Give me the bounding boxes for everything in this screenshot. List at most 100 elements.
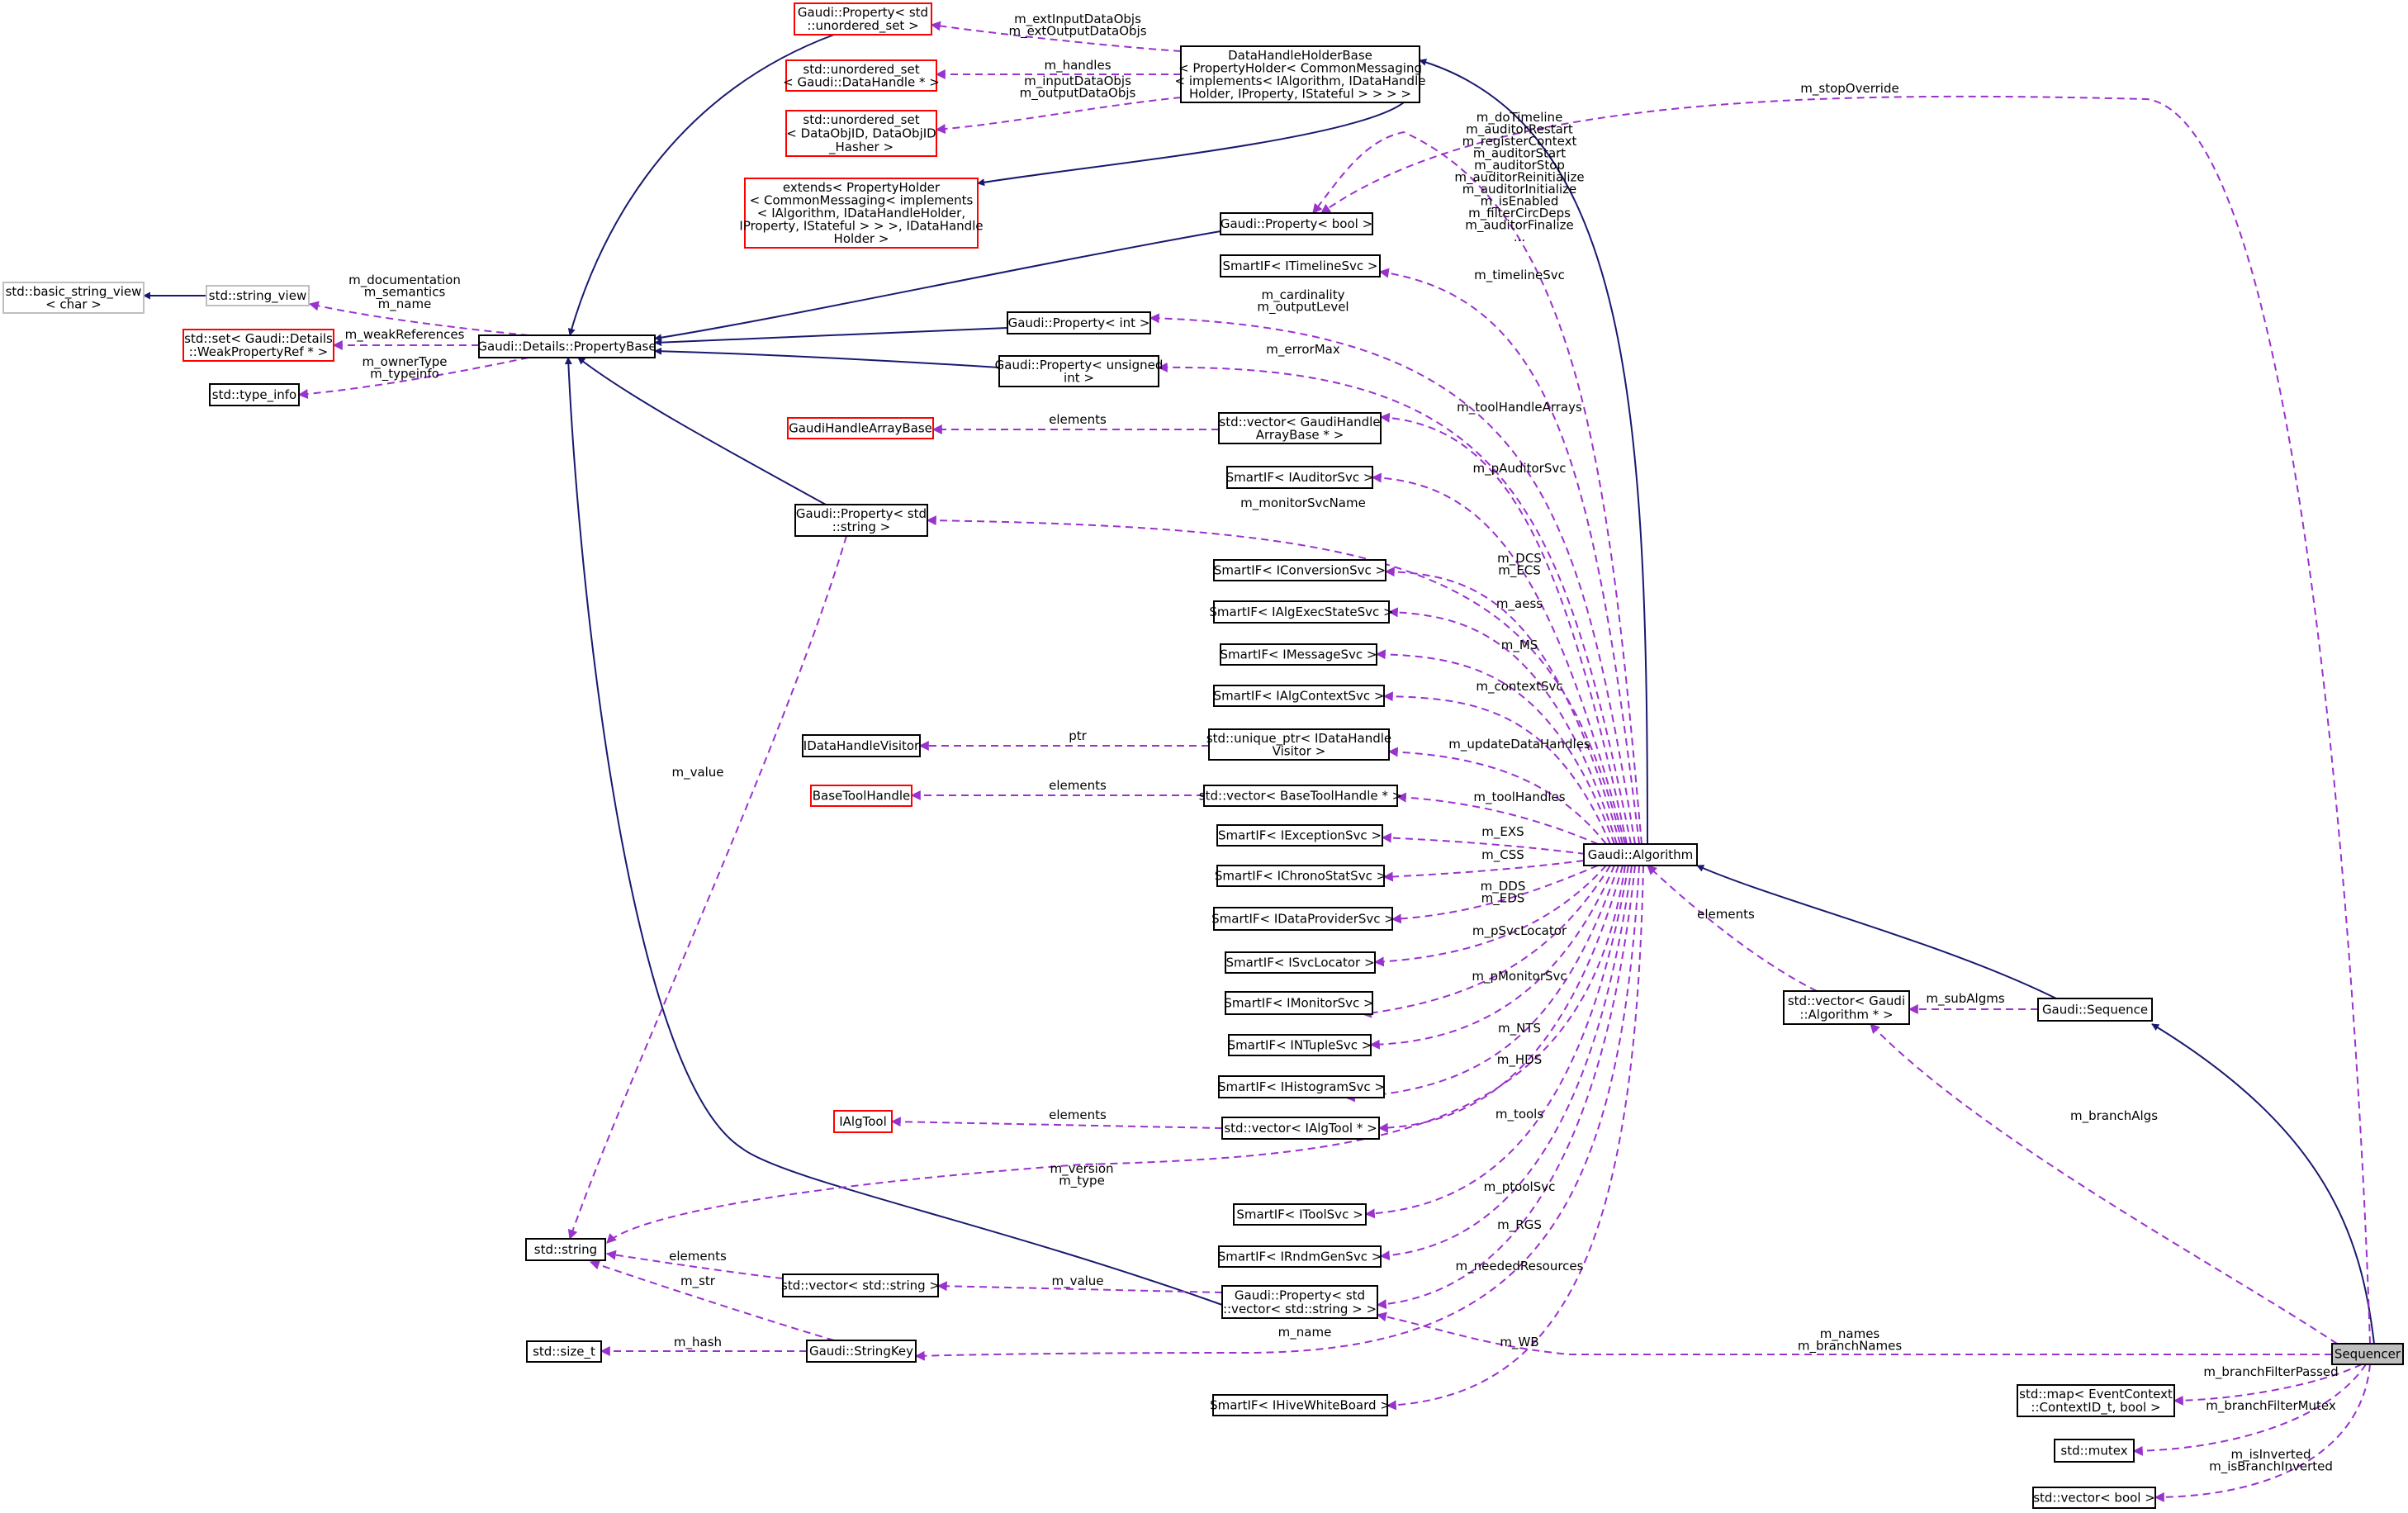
class-node-sequencer[interactable]: Sequencer	[2331, 1343, 2404, 1365]
class-node-basetoolhandle[interactable]: BaseToolHandle	[810, 785, 912, 807]
class-name-line: BaseToolHandle	[813, 789, 911, 804]
edge-label-line: m_filterCircDeps	[1468, 206, 1571, 221]
class-name-line: SmartIF< ITimelineSvc >	[1223, 258, 1378, 273]
class-node-si-histogram[interactable]: SmartIF< IHistogramSvc >	[1218, 1075, 1385, 1098]
class-node-si-ntuple[interactable]: SmartIF< INTupleSvc >	[1228, 1034, 1372, 1056]
class-name-line: std::string	[534, 1242, 597, 1257]
edge-label-line: m_ECS	[1498, 563, 1541, 579]
class-node-sequence[interactable]: Gaudi::Sequence	[2037, 998, 2153, 1022]
class-name: SmartIF< IMessageSvc >	[1221, 647, 1377, 662]
class-node-prop-int[interactable]: Gaudi::Property< int >	[1007, 311, 1151, 334]
class-node-si-exception[interactable]: SmartIF< IExceptionSvc >	[1216, 824, 1383, 847]
class-node-map-eventctx[interactable]: std::map< EventContext::ContextID_t, boo…	[2017, 1384, 2175, 1417]
class-node-vec-ialgtool[interactable]: std::vector< IAlgTool * >	[1221, 1117, 1380, 1140]
class-node-si-algexec[interactable]: SmartIF< IAlgExecStateSvc >	[1209, 600, 1394, 624]
class-node-vec-bool[interactable]: std::vector< bool >	[2032, 1487, 2156, 1509]
class-node-prop-vec-string[interactable]: Gaudi::Property< std::vector< std::strin…	[1221, 1285, 1378, 1319]
class-node-ialgtool[interactable]: IAlgTool	[833, 1110, 893, 1133]
class-node-basic-sv[interactable]: std::basic_string_view< char >	[2, 282, 145, 314]
usage-edge	[308, 301, 529, 336]
class-box	[2017, 1384, 2175, 1417]
class-node-std-string[interactable]: std::string	[525, 1238, 606, 1261]
class-node-uset-dataobjid[interactable]: std::unordered_set< DataObjID, DataObjID…	[785, 110, 937, 157]
class-box	[1225, 991, 1373, 1015]
class-node-extends[interactable]: extends< PropertyHolder< CommonMessaging…	[739, 178, 984, 249]
class-node-prop-uset[interactable]: Gaudi::Property< std::unordered_set >	[794, 2, 932, 36]
edge-label-line: m_outputLevel	[1257, 300, 1349, 315]
class-node-dhhb[interactable]: DataHandleHolderBase< PropertyHolder< Co…	[1175, 45, 1426, 103]
edge-label: elements	[1049, 778, 1107, 793]
class-name: SmartIF< IMonitorSvc >	[1224, 996, 1373, 1011]
edge-label-line: m_type	[1059, 1174, 1105, 1189]
class-box	[1213, 907, 1393, 931]
class-node-vec-basetool[interactable]: std::vector< BaseToolHandle * >	[1199, 785, 1402, 807]
class-name: std::vector< BaseToolHandle * >	[1199, 789, 1402, 804]
class-node-mutex[interactable]: std::mutex	[2054, 1439, 2135, 1463]
class-node-prop-bool[interactable]: Gaudi::Property< bool >	[1220, 212, 1373, 235]
class-node-vec-algptr[interactable]: std::vector< Gaudi::Algorithm * >	[1783, 990, 1910, 1025]
class-node-string-view[interactable]: std::string_view	[206, 285, 310, 306]
class-name-line: Gaudi::Property< std	[798, 5, 928, 20]
class-node-si-dataprov[interactable]: SmartIF< IDataProviderSvc >	[1211, 907, 1395, 931]
class-node-uset-datahandle[interactable]: std::unordered_set< Gaudi::DataHandle * …	[783, 59, 940, 92]
class-node-size-t[interactable]: std::size_t	[526, 1340, 602, 1363]
edge-label: m_weakReferences	[345, 327, 465, 343]
edge-label-line: m_branchAlgs	[2070, 1108, 2158, 1124]
class-node-si-toolsvc[interactable]: SmartIF< IToolSvc >	[1233, 1203, 1367, 1226]
edge-label-line: m_pMonitorSvc	[1472, 969, 1567, 984]
class-node-si-monitor[interactable]: SmartIF< IMonitorSvc >	[1224, 991, 1374, 1015]
edge-label-line: m_str	[680, 1273, 716, 1289]
class-name: Gaudi::StringKey	[809, 1344, 913, 1359]
class-name: Gaudi::Details::PropertyBase	[477, 339, 656, 354]
inheritance-edge	[567, 34, 835, 336]
class-node-type-info[interactable]: std::type_info	[209, 383, 300, 406]
class-node-si-auditor[interactable]: SmartIF< IAuditorSvc >	[1226, 466, 1374, 489]
edges-layer	[143, 21, 2375, 1502]
class-name-line: SmartIF< IHiveWhiteBoard >	[1210, 1398, 1391, 1413]
class-node-propbase[interactable]: Gaudi::Details::PropertyBase	[477, 334, 657, 358]
class-node-si-message[interactable]: SmartIF< IMessageSvc >	[1220, 643, 1377, 666]
class-node-algorithm[interactable]: Gaudi::Algorithm	[1583, 843, 1698, 866]
class-box	[998, 355, 1159, 387]
edge-label: elements	[1049, 412, 1107, 427]
class-name: extends< PropertyHolder< CommonMessaging…	[739, 180, 983, 246]
class-name: SmartIF< IHiveWhiteBoard >	[1210, 1398, 1391, 1413]
class-name: Gaudi::Property< int >	[1008, 315, 1150, 330]
class-name: SmartIF< ITimelineSvc >	[1223, 258, 1378, 273]
class-name-line: SmartIF< IMessageSvc >	[1221, 647, 1377, 662]
class-name-line: ::Algorithm * >	[1799, 1007, 1893, 1022]
class-node-si-rndm[interactable]: SmartIF< IRndmGenSvc >	[1218, 1245, 1382, 1268]
edge-label-line: m_toolHandles	[1473, 790, 1565, 805]
class-node-si-hivewb[interactable]: SmartIF< IHiveWhiteBoard >	[1210, 1394, 1391, 1416]
class-node-vec-string[interactable]: std::vector< std::string >	[781, 1273, 940, 1297]
edge-label-line: elements	[1049, 778, 1107, 793]
class-node-stringkey[interactable]: Gaudi::StringKey	[806, 1340, 917, 1363]
usage-edge	[605, 1250, 784, 1279]
edge-label-line: m_names	[1820, 1326, 1880, 1342]
class-node-si-svcloc[interactable]: SmartIF< ISvcLocator >	[1225, 951, 1376, 974]
class-box	[1208, 728, 1390, 761]
class-node-set-weakprop[interactable]: std::set< Gaudi::Details::WeakPropertyRe…	[182, 329, 334, 362]
usage-edge	[930, 21, 1182, 52]
class-node-si-conversion[interactable]: SmartIF< IConversionSvc >	[1213, 559, 1386, 581]
class-node-idh-visitor[interactable]: IDataHandleVisitor	[802, 734, 921, 757]
class-node-si-chrono[interactable]: SmartIF< IChronoStatSvc >	[1215, 865, 1386, 887]
class-box	[806, 1340, 917, 1363]
class-node-prop-string[interactable]: Gaudi::Property< std::string >	[794, 504, 928, 537]
edge-label-line: m_inputDataObjs	[1024, 74, 1131, 89]
class-node-si-timeline[interactable]: SmartIF< ITimelineSvc >	[1220, 254, 1381, 277]
class-name: std::vector< Gaudi::Algorithm * >	[1788, 994, 1905, 1022]
usage-edge	[1386, 865, 1644, 1411]
class-node-si-algcontext[interactable]: SmartIF< IAlgContextSvc >	[1213, 685, 1385, 707]
class-node-gh-arraybase[interactable]: GaudiHandleArrayBase	[787, 417, 934, 439]
edge-label-line: m_HDS	[1497, 1052, 1542, 1068]
usage-edge	[1647, 865, 1818, 992]
class-name: Gaudi::Property< std::vector< std::strin…	[1223, 1288, 1377, 1316]
edge-label: m_hash	[674, 1335, 722, 1350]
class-name-line: std::size_t	[533, 1345, 595, 1360]
